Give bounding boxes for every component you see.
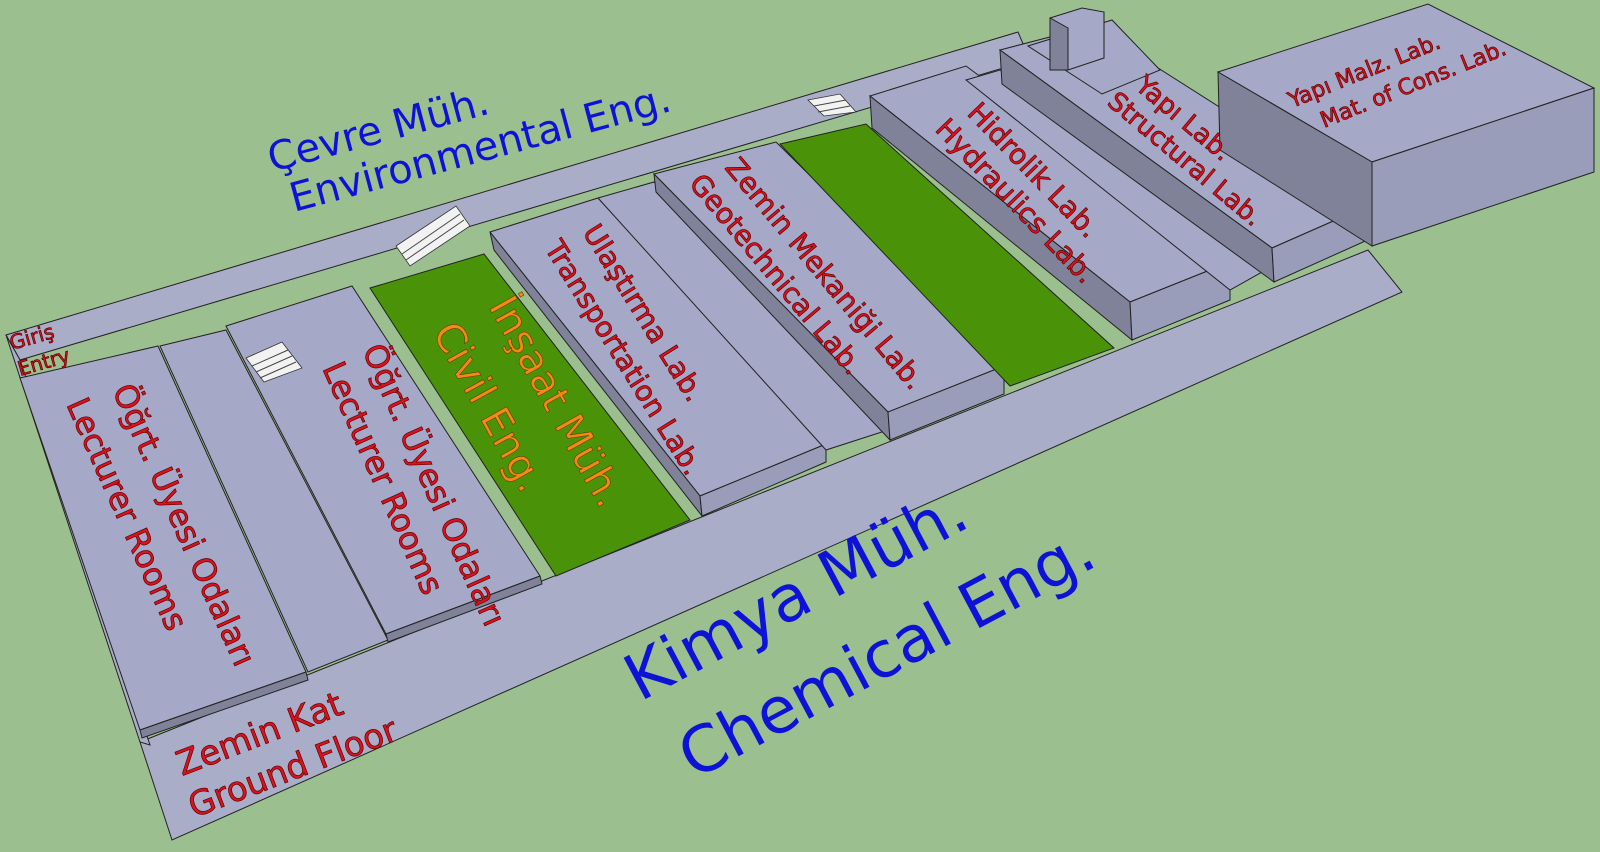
stair-entry-icon — [245, 341, 303, 383]
lecturer-block-1 — [19, 345, 309, 739]
materials-lab-block — [1216, 3, 1596, 247]
rooftop-tower — [1026, 7, 1161, 95]
east-courtyard — [779, 123, 1115, 387]
front-corridor — [139, 249, 1403, 841]
stair-hydraulics-icon — [807, 93, 857, 117]
civil-eng-courtyard — [369, 253, 691, 577]
lecturer-block-2 — [225, 285, 543, 643]
stair-back-corridor-icon — [395, 205, 471, 267]
transportation-lab-block — [489, 197, 827, 518]
geotechnical-lab-block — [653, 141, 1005, 442]
hydraulics-lab-block — [868, 65, 1232, 342]
